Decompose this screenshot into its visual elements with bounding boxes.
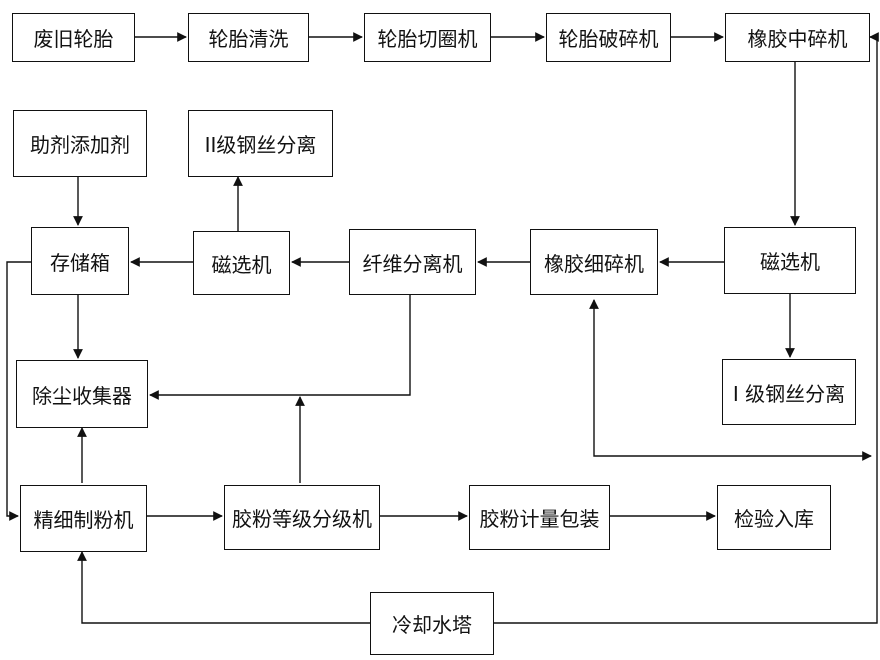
node-additive-agent: 助剂添加剂 xyxy=(13,110,147,177)
node-steel-wire-sep-1: I 级钢丝分离 xyxy=(722,359,856,425)
node-storage-tank: 存储箱 xyxy=(31,227,129,295)
arrow-cooling-to-mill xyxy=(77,551,370,624)
node-fiber-separator: 纤维分离机 xyxy=(349,229,476,295)
node-waste-tire: 废旧轮胎 xyxy=(12,13,135,62)
arrow-cooling-to-medium xyxy=(494,32,879,624)
node-tire-washing: 轮胎清洗 xyxy=(188,13,309,62)
node-powder-grader: 胶粉等级分级机 xyxy=(224,485,380,550)
node-inspection-storage: 检验入库 xyxy=(717,485,831,550)
node-rubber-medium-crusher: 橡胶中碎机 xyxy=(725,13,870,62)
node-tire-ring-cutter: 轮胎切圈机 xyxy=(364,13,491,62)
node-fine-powder-mill: 精细制粉机 xyxy=(20,485,147,552)
node-rubber-fine-crusher: 橡胶细碎机 xyxy=(530,229,658,295)
node-steel-wire-sep-2: II级钢丝分离 xyxy=(188,110,333,177)
node-magnetic-separator-1: 磁选机 xyxy=(724,227,856,294)
node-cooling-tower: 冷却水塔 xyxy=(370,592,494,655)
arrow-fiber-to-dust xyxy=(149,295,411,400)
arrow-storage-to-mill xyxy=(6,261,31,521)
node-dust-collector: 除尘收集器 xyxy=(16,360,148,428)
node-tire-crusher: 轮胎破碎机 xyxy=(546,13,671,62)
node-magnetic-separator-2: 磁选机 xyxy=(193,231,290,295)
arrow-loop-fine-crusher xyxy=(589,299,872,461)
node-powder-packaging: 胶粉计量包装 xyxy=(469,485,610,550)
